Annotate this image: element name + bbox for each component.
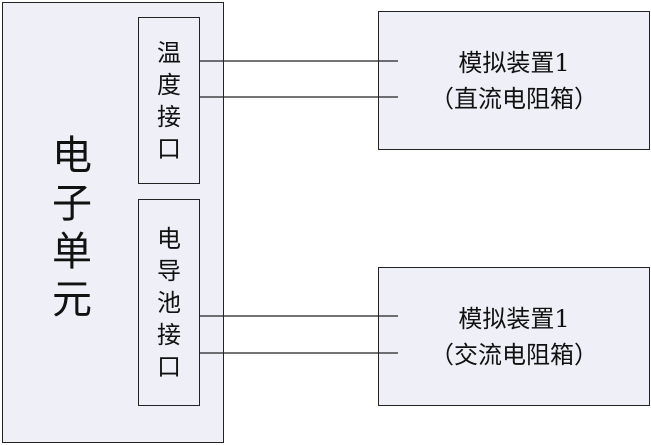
simulator-ac-label: 模拟装置1 （交流电阻箱） (379, 268, 649, 405)
electronic-unit-char: 元 (52, 277, 92, 323)
simulator-dc-box: 模拟装置1 （直流电阻箱） (378, 11, 650, 150)
conductivity-port-char: 电 (157, 224, 181, 253)
electronic-unit-char: 电 (52, 133, 92, 179)
conductivity-port-label: 电 导 池 接 口 (139, 200, 199, 405)
temperature-port-box: 温 度 接 口 (138, 17, 200, 184)
conductivity-port-char: 口 (157, 352, 181, 381)
temperature-port-char: 接 (157, 102, 181, 131)
electronic-unit-char: 单 (52, 229, 92, 275)
electronic-unit-label: 电 子 单 元 (3, 108, 141, 348)
temperature-port-char: 度 (157, 70, 181, 99)
simulator-dc-label: 模拟装置1 （直流电阻箱） (379, 12, 649, 149)
simulator-ac-title: 模拟装置1 (458, 304, 570, 333)
electronic-unit-char: 子 (52, 181, 92, 227)
conductivity-port-box: 电 导 池 接 口 (138, 199, 200, 406)
temperature-port-char: 口 (157, 134, 181, 163)
conductivity-port-char: 导 (157, 256, 181, 285)
simulator-dc-title: 模拟装置1 (458, 48, 570, 77)
conductivity-port-char: 接 (157, 320, 181, 349)
simulator-ac-subtitle: （交流电阻箱） (430, 340, 598, 369)
temperature-port-label: 温 度 接 口 (139, 18, 199, 183)
simulator-ac-box: 模拟装置1 （交流电阻箱） (378, 267, 650, 406)
conductivity-port-char: 池 (157, 288, 181, 317)
simulator-dc-subtitle: （直流电阻箱） (430, 84, 598, 113)
temperature-port-char: 温 (157, 38, 181, 67)
